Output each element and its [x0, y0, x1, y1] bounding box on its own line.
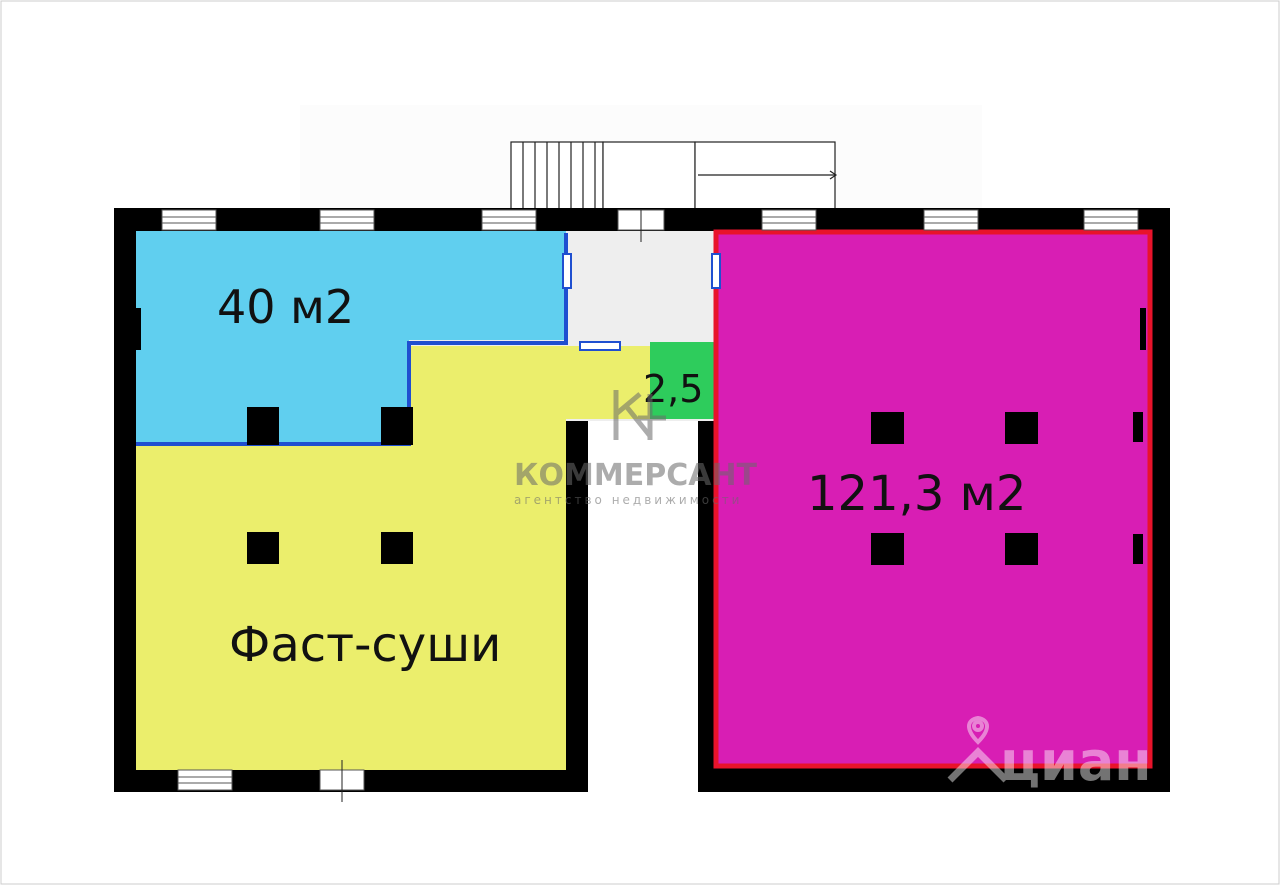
label-room-121: 121,3 м2 [807, 466, 1026, 522]
room-121-outline [713, 229, 1153, 769]
cian-watermark: циан [947, 715, 1152, 793]
kommersant-tagline: агентство недвижимости [514, 493, 742, 507]
label-room-40: 40 м2 [217, 280, 354, 334]
columns [134, 308, 1146, 565]
stairs [510, 141, 838, 211]
kommersant-brand: КОММЕРСАНТ [514, 458, 758, 493]
cian-brand: циан [1000, 730, 1152, 793]
kommersant-logo-icon [613, 390, 666, 440]
cian-mark-icon [947, 747, 1009, 783]
doors [562, 253, 721, 351]
label-room-small: 2,5 [643, 367, 703, 411]
windows [161, 209, 1139, 802]
room-121 [716, 232, 1150, 766]
label-fast-sushi: Фаст-суши [229, 617, 501, 673]
kommersant-watermark: КОММЕРСАНТ агентство недвижимости [514, 390, 758, 507]
location-pin-icon [967, 715, 989, 745]
room-40 [136, 231, 566, 443]
room-40-outline [136, 233, 568, 446]
room-small [650, 342, 714, 419]
